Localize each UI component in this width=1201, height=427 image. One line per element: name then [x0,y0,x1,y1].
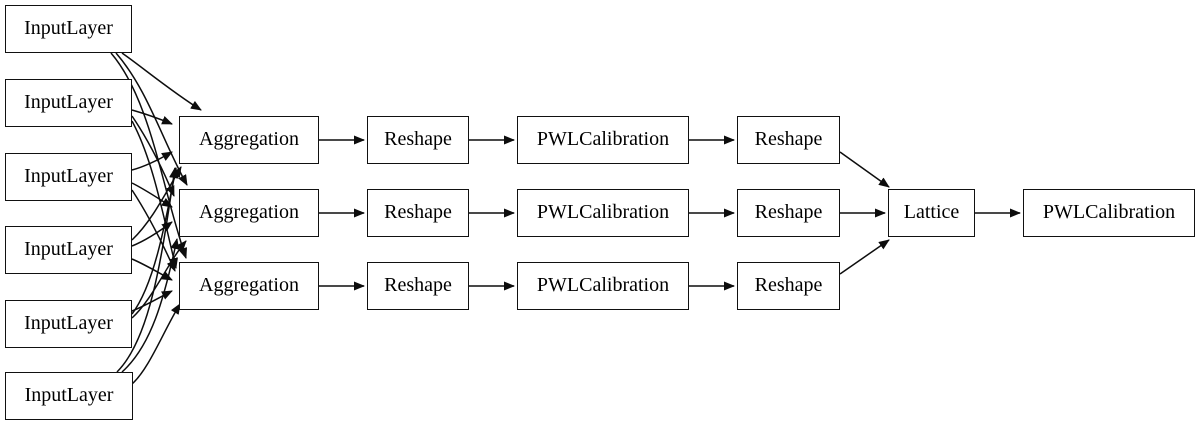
node-aggregation-3: Aggregation [179,262,319,310]
node-aggregation-1: Aggregation [179,116,319,164]
node-reshape-b1: Reshape [737,116,840,164]
node-inputlayer-3: InputLayer [5,153,132,201]
node-inputlayer-5: InputLayer [5,300,132,348]
edge-input_3-agg_1 [131,151,173,171]
node-reshape-b3: Reshape [737,262,840,310]
edge-input_6-agg_3 [131,303,181,385]
edge-input_5-agg_2 [131,240,187,319]
edge-reshape_b3-lattice_1 [839,239,890,275]
node-inputlayer-4: InputLayer [5,226,132,274]
edge-input_6-agg_2 [121,238,180,373]
node-aggregation-2: Aggregation [179,189,319,237]
node-inputlayer-6: InputLayer [5,372,133,420]
node-reshape-a2: Reshape [367,189,469,237]
node-pwlcalibration-out: PWLCalibration [1023,189,1195,237]
node-reshape-a1: Reshape [367,116,469,164]
node-inputlayer-2: InputLayer [5,79,132,127]
edge-input_5-agg_3 [131,290,173,312]
node-pwlcalibration-1: PWLCalibration [517,116,689,164]
edge-input_1-agg_1 [121,52,202,111]
node-pwlcalibration-3: PWLCalibration [517,262,689,310]
node-reshape-a3: Reshape [367,262,469,310]
edge-input_2-agg_3 [131,120,178,269]
node-reshape-b2: Reshape [737,189,840,237]
edge-input_2-agg_2 [131,115,175,197]
edge-reshape_b1-lattice_1 [839,151,890,188]
node-pwlcalibration-2: PWLCalibration [517,189,689,237]
edge-input_4-agg_2 [131,221,173,247]
edge-input_6-agg_1 [116,167,178,373]
edge-input_2-agg_1 [131,109,173,125]
edge-input_1-agg_3 [110,52,188,259]
node-lattice: Lattice [888,189,975,237]
node-inputlayer-1: InputLayer [5,5,132,53]
